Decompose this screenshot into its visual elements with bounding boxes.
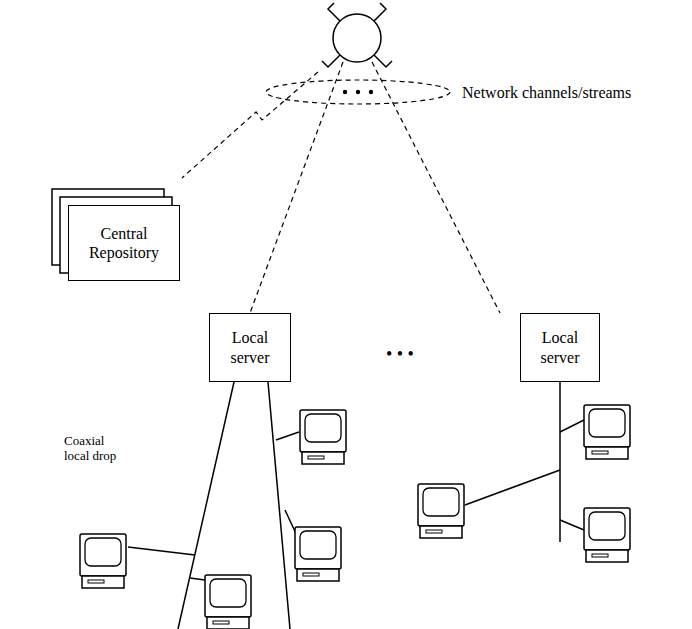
ellipsis-mark: • • • [384,344,416,365]
satellite-symbol [322,3,392,67]
server-box: Local server [520,313,600,382]
channel-bundle [266,80,450,104]
node-text: Central Repository [75,224,173,262]
network-label: Network channels/streams [460,84,633,102]
repository-box: Central Repository [68,205,180,281]
coaxial-drop [128,382,299,629]
node-text: Local server [216,328,284,366]
drop-label: Coaxial local drop [62,434,134,464]
channel-line [250,62,343,313]
server-box: Local server [209,313,291,382]
node-text: Local server [527,328,593,366]
local-bus [465,382,584,542]
wireless-link [182,72,318,178]
